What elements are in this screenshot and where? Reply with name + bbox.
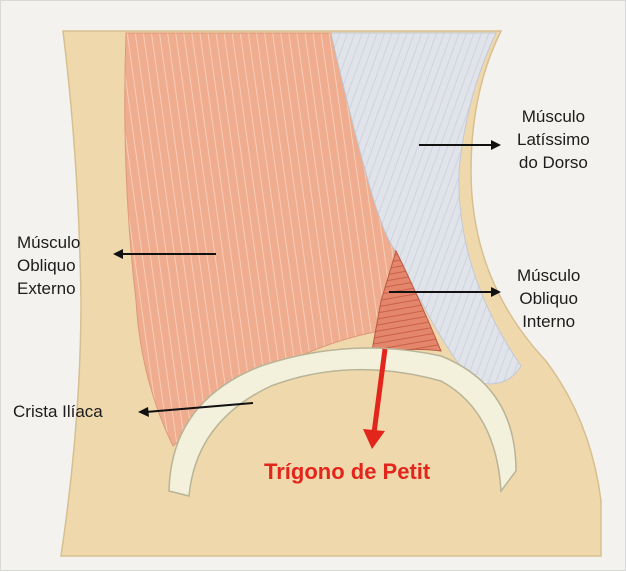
label-petit-triangle: Trígono de Petit [264,459,430,485]
label-external-oblique: Músculo Obliquo Externo [17,231,80,300]
label-internal-oblique: Músculo Obliquo Interno [517,264,580,333]
label-iliac-crest: Crista Ilíaca [13,400,103,423]
label-latissimus-dorsi: Músculo Latíssimo do Dorso [517,105,590,174]
